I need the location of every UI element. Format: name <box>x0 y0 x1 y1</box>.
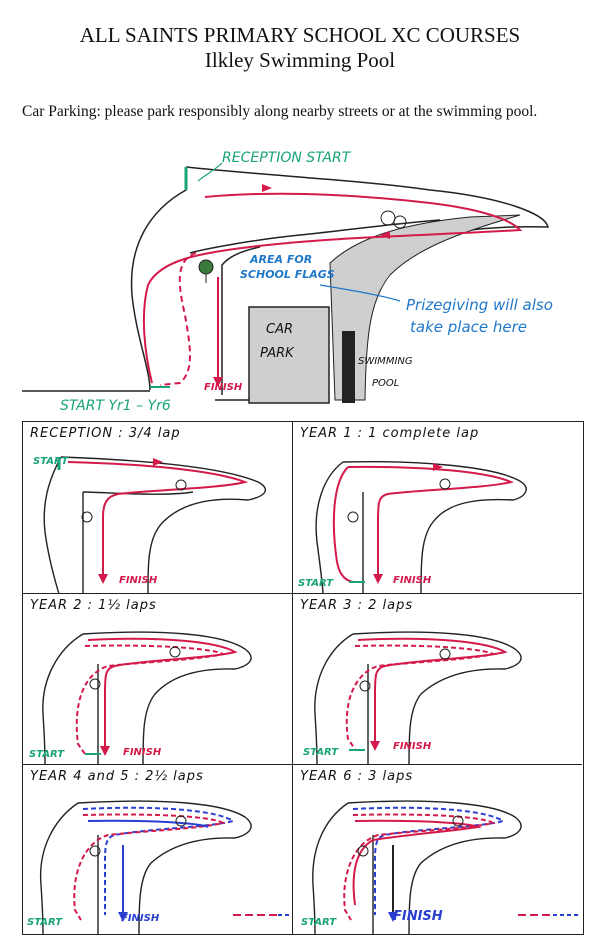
parking-note: Car Parking: please park responsibly alo… <box>22 103 538 120</box>
flags-area-label-2: SCHOOL FLAGS <box>240 268 335 281</box>
course-panel-year-6: YEAR 6 : 3 laps START FINISH <box>293 765 582 934</box>
course-panel-year-3: YEAR 3 : 2 laps START FINISH <box>293 594 582 765</box>
course-start-label: START <box>298 578 334 589</box>
prizegiving-label-1: Prizegiving will also <box>406 296 553 314</box>
course-start-label: START <box>301 917 337 928</box>
course-panel-year-4-5: YEAR 4 and 5 : 2½ laps START FINISH <box>23 765 293 934</box>
overview-map <box>22 162 549 404</box>
course-start-label: START <box>29 749 65 760</box>
overview-finish-label: FINISH <box>204 382 243 393</box>
course-finish-label: FINISH <box>393 575 432 586</box>
course-finish-label: FINISH <box>393 909 443 924</box>
course-panel-reception: RECEPTION : 3/4 lap START FINISH <box>23 422 293 594</box>
course-title: YEAR 3 : 2 laps <box>300 598 414 613</box>
flags-area-label-1: AREA FOR <box>250 253 313 266</box>
swimming-pool-label-2: POOL <box>372 378 400 389</box>
car-park-label-1: CAR <box>266 322 294 337</box>
course-title: YEAR 4 and 5 : 2½ laps <box>30 769 204 784</box>
inner-path <box>221 246 261 395</box>
course-start-label: START <box>27 917 63 928</box>
course-finish-label: FINISH <box>121 913 160 924</box>
page-subtitle: Ilkley Swimming Pool <box>204 48 396 72</box>
swimming-pool-building <box>342 331 355 403</box>
car-park <box>248 306 330 404</box>
prizegiving-label-2: take place here <box>410 318 528 336</box>
course-start-label: START <box>33 456 69 467</box>
park-outline <box>130 167 187 391</box>
page-title: ALL SAINTS PRIMARY SCHOOL XC COURSES <box>79 23 521 47</box>
course-panel-year-1: YEAR 1 : 1 complete lap START FINISH <box>293 422 582 594</box>
overview-route <box>142 192 523 384</box>
course-finish-label: FINISH <box>123 747 162 758</box>
course-title: RECEPTION : 3/4 lap <box>30 426 181 441</box>
course-finish-label: FINISH <box>119 575 158 586</box>
car-park-label-2: PARK <box>260 346 294 361</box>
reception-start-label: RECEPTION START <box>222 150 351 166</box>
course-finish-label: FINISH <box>393 741 432 752</box>
tree-icon <box>198 259 214 275</box>
start-years-label: START Yr1 – Yr6 <box>60 398 171 414</box>
course-title: YEAR 6 : 3 laps <box>300 769 414 784</box>
road <box>329 214 521 401</box>
course-start-label: START <box>303 747 339 758</box>
tree-icon <box>380 210 396 226</box>
swimming-pool-label-1: SWIMMING <box>358 356 413 367</box>
course-panel-year-2: YEAR 2 : 1½ laps START FINISH <box>23 594 293 765</box>
course-title: YEAR 1 : 1 complete lap <box>300 426 480 441</box>
course-grid: RECEPTION : 3/4 lap START FINISH YEAR 1 … <box>22 421 584 935</box>
course-title: YEAR 2 : 1½ laps <box>30 598 157 613</box>
